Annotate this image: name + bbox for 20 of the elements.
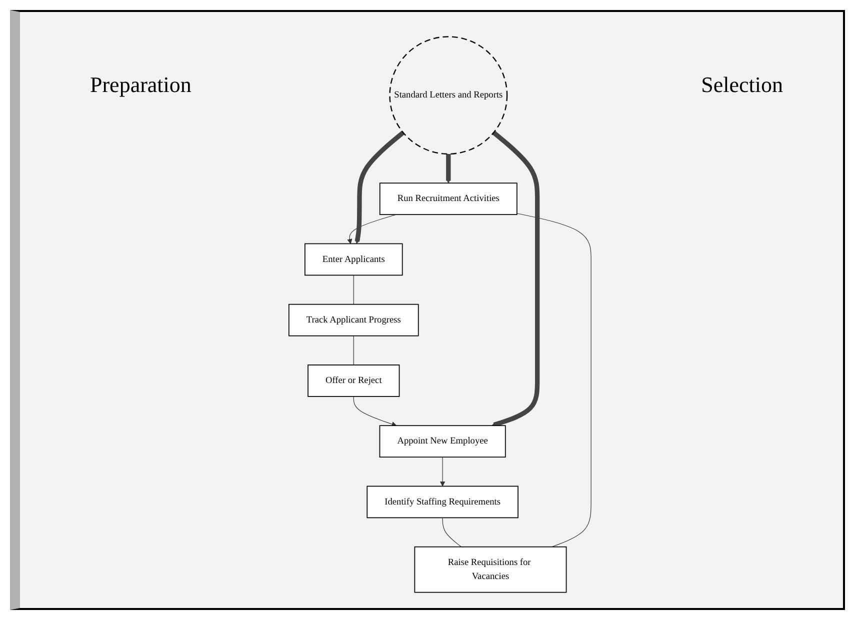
arrow (353, 396, 397, 427)
node-circle: Standard Letters and Reports (389, 36, 508, 155)
node-box: Offer or Reject (308, 364, 400, 397)
node-box: Run Recruitment Activities (379, 182, 518, 215)
node-box: Enter Applicants (304, 243, 403, 276)
arrow (492, 130, 540, 428)
arrow (354, 130, 405, 244)
node-box: Raise Requisitions for Vacancies (414, 546, 567, 593)
arrow (446, 154, 451, 184)
node-box: Track Applicant Progress (288, 304, 419, 336)
node-box: Appoint New Employee (379, 425, 506, 458)
arrow (440, 456, 446, 486)
connector (516, 213, 592, 548)
connector (442, 517, 462, 548)
connector (353, 274, 354, 305)
node-box: Identify Staffing Requirements (366, 486, 518, 518)
section-heading: Selection (701, 72, 783, 98)
arrow (347, 214, 396, 244)
section-heading: Preparation (90, 72, 192, 98)
connector (353, 336, 354, 366)
